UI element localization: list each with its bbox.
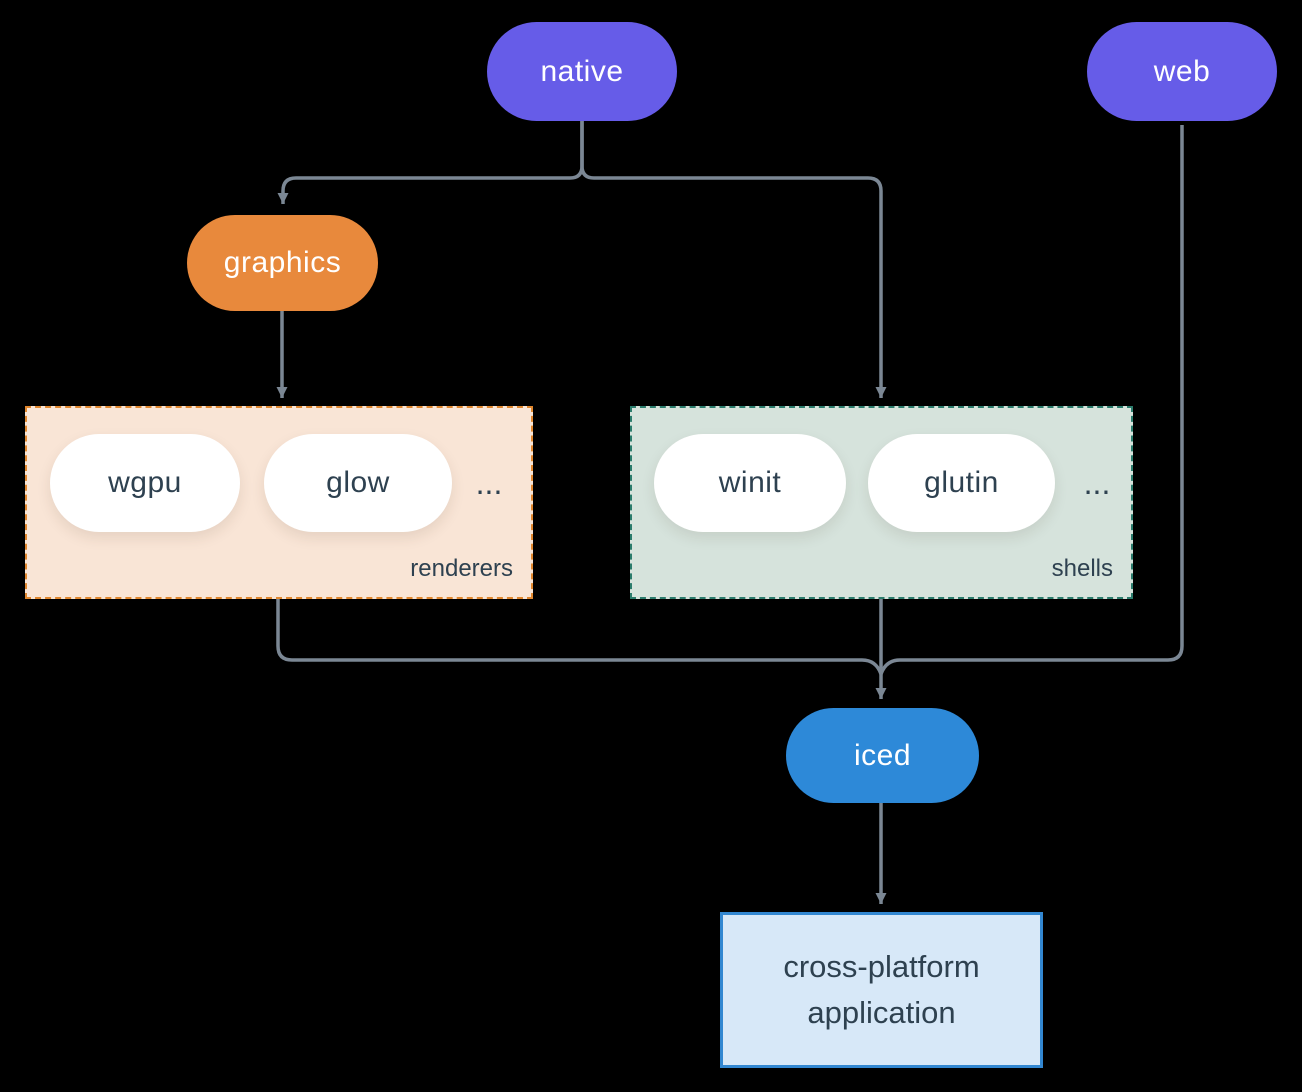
node-native: native bbox=[487, 22, 677, 121]
node-native-label: native bbox=[540, 54, 624, 88]
node-web: web bbox=[1087, 22, 1277, 121]
application-label-line1: cross-platform bbox=[783, 949, 980, 984]
node-glow-label: glow bbox=[326, 466, 390, 499]
renderers-group-label: renderers bbox=[410, 555, 513, 582]
shells-group-label: shells bbox=[1051, 555, 1113, 582]
node-glutin: glutin bbox=[868, 434, 1055, 532]
node-winit-label: winit bbox=[718, 466, 782, 499]
node-web-label: web bbox=[1153, 54, 1211, 88]
group-renderers: wgpu glow ... renderers bbox=[25, 406, 533, 599]
edge-web-iced bbox=[879, 125, 1184, 675]
node-winit: winit bbox=[654, 434, 846, 532]
edge-native-graphics bbox=[277, 121, 584, 204]
edge-native-shells bbox=[580, 121, 887, 398]
node-glutin-label: glutin bbox=[924, 466, 999, 499]
node-graphics: graphics bbox=[187, 215, 378, 311]
node-wgpu-label: wgpu bbox=[108, 466, 182, 499]
group-shells: winit glutin ... shells bbox=[630, 406, 1133, 599]
node-graphics-label: graphics bbox=[223, 246, 342, 279]
edge-renderers-iced bbox=[276, 599, 883, 675]
application-label-line2: application bbox=[807, 995, 956, 1030]
renderers-ellipsis: ... bbox=[475, 464, 503, 501]
shells-ellipsis: ... bbox=[1083, 464, 1111, 501]
node-iced: iced bbox=[786, 708, 979, 803]
node-iced-label: iced bbox=[853, 738, 912, 772]
node-wgpu: wgpu bbox=[50, 434, 240, 532]
node-application: cross-platform application bbox=[720, 912, 1043, 1068]
node-glow: glow bbox=[264, 434, 452, 532]
